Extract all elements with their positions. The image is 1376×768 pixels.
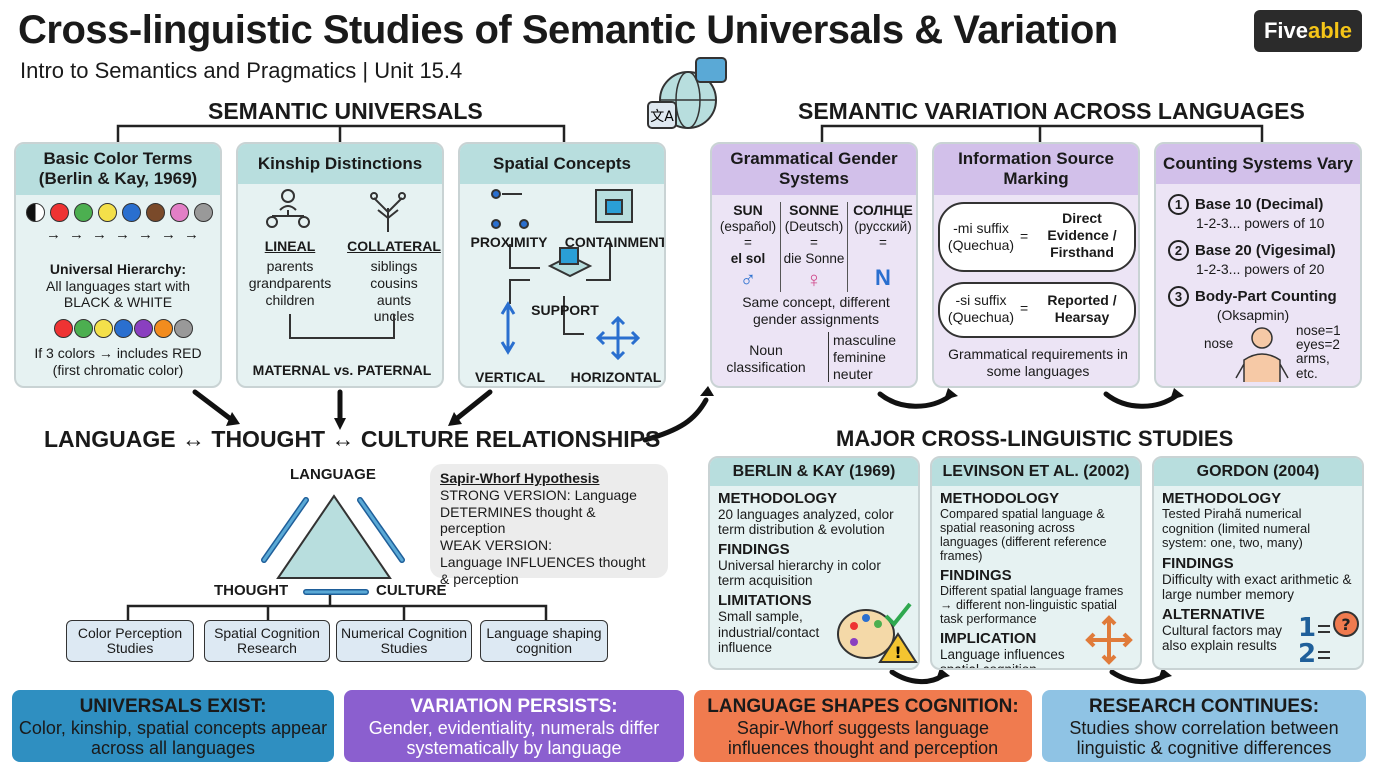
banner-universals: UNIVERSALS EXIST: Color, kinship, spatia… [12, 690, 334, 762]
study-pill-spatial[interactable]: Spatial Cognition Research [204, 620, 330, 662]
swatch-brown [146, 202, 165, 222]
spatial-diagram-icon [491, 189, 641, 361]
relationships-heading: LANGUAGE ↔ THOUGHT ↔ CULTURE RELATIONSHI… [44, 426, 661, 452]
neuter-icon: N [875, 265, 891, 291]
color-swatches-ordered [16, 311, 220, 345]
evidentiality-card: Information Source Marking -mi suffix (Q… [932, 142, 1140, 388]
kinship-title: Kinship Distinctions [238, 144, 442, 185]
globe-translate-icon: 文A [647, 57, 727, 129]
banner-variation: VARIATION PERSISTS: Gender, evidentialit… [344, 690, 684, 762]
gender-class-list: masculine feminine neuter [828, 332, 896, 383]
page-subtitle: Intro to Semantics and Pragmatics | Unit… [20, 58, 463, 83]
swatch-gray [194, 202, 213, 222]
counting-title: Counting Systems Vary [1156, 144, 1360, 185]
swatch-bw [26, 202, 45, 222]
banner-cognition: LANGUAGE SHAPES COGNITION: Sapir-Whorf s… [694, 690, 1032, 762]
swatch-yellow [98, 202, 117, 222]
swatch-blue [122, 202, 141, 222]
spatial-title: Spatial Concepts [460, 144, 664, 185]
swatch-green [74, 202, 93, 222]
gender-title: Grammatical Gender Systems [712, 144, 916, 195]
svg-text:2: 2 [1298, 639, 1316, 664]
body-part-labels: nose=1 eyes=2 arms, etc. [1296, 323, 1341, 381]
svg-text:文A: 文A [650, 109, 674, 125]
spatial-card: Spatial Concepts PROXIMITY CONTAINMENT S… [458, 142, 666, 388]
speech-bubble-direct: -mi suffix (Quechua) = Direct Evidence /… [938, 202, 1136, 272]
four-way-arrow-icon [1085, 615, 1133, 665]
female-icon: ♀ [805, 267, 823, 293]
color-terms-card: Basic Color Terms (Berlin & Kay, 1969) →… [14, 142, 222, 388]
color-terms-title: Basic Color Terms (Berlin & Kay, 1969) [16, 144, 220, 195]
kinship-card: Kinship Distinctions LINEAL parents gran… [236, 142, 444, 388]
lineal-list: parents grandparents children [248, 258, 332, 308]
numbers-question-icon: 1 2 ? [1298, 611, 1359, 664]
evidentiality-title: Information Source Marking [934, 144, 1138, 195]
study-pill-language[interactable]: Language shaping cognition [480, 620, 608, 662]
person-body-icon [1235, 327, 1289, 382]
family-tree-icon [266, 189, 406, 232]
universals-heading: SEMANTIC UNIVERSALS [208, 98, 483, 124]
sapir-whorf-callout: Sapir-Whorf Hypothesis STRONG VERSION: L… [430, 464, 668, 587]
swatch-red [50, 202, 69, 222]
variation-heading: SEMANTIC VARIATION ACROSS LANGUAGES [798, 98, 1305, 124]
page-title: Cross-linguistic Studies of Semantic Uni… [18, 8, 1118, 52]
study-levinson: LEVINSON ET AL. (2002) METHODOLOGY Compa… [930, 456, 1142, 670]
study-berlin-kay: BERLIN & KAY (1969) METHODOLOGY 20 langu… [708, 456, 920, 670]
speech-bubble-reported: -si suffix (Quechua) = Reported / Hearsa… [938, 282, 1136, 338]
svg-text:?: ? [1341, 615, 1350, 634]
palette-icon: ! [837, 602, 918, 663]
triangle-diagram-icon [261, 494, 405, 595]
svg-text:!: ! [894, 643, 901, 662]
male-icon: ♂ [739, 267, 757, 293]
banner-research: RESEARCH CONTINUES: Studies show correla… [1042, 690, 1366, 762]
color-swatches: →→→→→→→ [16, 195, 220, 265]
arrow-row-icon: →→→→→→→ [46, 225, 207, 243]
gender-card: Grammatical Gender Systems SUN (español)… [710, 142, 918, 388]
study-gordon: GORDON (2004) METHODOLOGY Tested Pirahã … [1152, 456, 1364, 670]
collateral-list: siblings cousins aunts uncles [370, 258, 418, 325]
svg-text:1: 1 [1298, 613, 1316, 643]
study-pill-numerical[interactable]: Numerical Cognition Studies [336, 620, 472, 662]
major-studies-heading: MAJOR CROSS-LINGUISTIC STUDIES [836, 426, 1234, 451]
study-pill-color[interactable]: Color Perception Studies [66, 620, 194, 662]
swatch-pink [170, 202, 189, 222]
